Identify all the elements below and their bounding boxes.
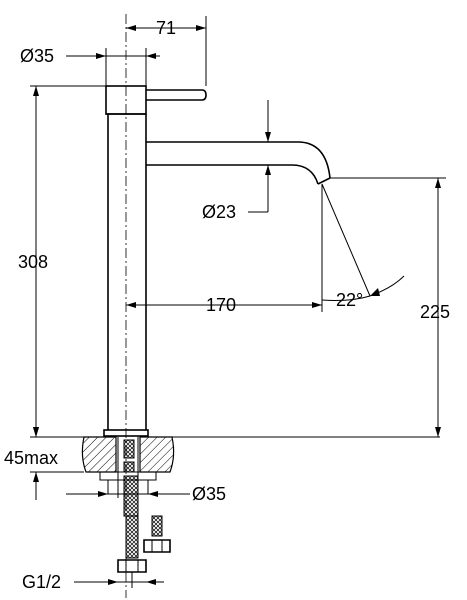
dim-d35-bottom-label: Ø35 [192, 484, 226, 504]
deck-section [30, 436, 440, 498]
dim-308-label: 308 [18, 252, 48, 272]
dim-d35-top-label: Ø35 [20, 46, 54, 66]
dim-spout-reach: 170 [126, 184, 323, 315]
flex-hoses [117, 439, 171, 588]
dim-connection-thread: G1/2 [22, 572, 164, 592]
dim-170-label: 170 [206, 295, 236, 315]
dim-d23-label: Ø23 [202, 202, 236, 222]
dim-body-diameter-bottom: Ø35 [66, 484, 226, 504]
dim-body-diameter-top: Ø35 [20, 46, 160, 86]
dim-deck-thickness: 45max [4, 410, 84, 500]
tap-body [103, 85, 331, 437]
dim-45max-label: 45max [4, 448, 58, 468]
spout-bottom [146, 164, 319, 185]
spout-outlet [317, 177, 331, 185]
dim-71-label: 71 [156, 18, 176, 38]
lever [146, 89, 207, 101]
dim-total-height: 308 [18, 85, 106, 437]
dim-outlet-height: 225 [330, 177, 450, 437]
dim-g12-label: G1/2 [22, 572, 61, 592]
dim-lever-reach: 71 [126, 16, 207, 86]
dim-22deg-label: 22° [336, 290, 363, 310]
spout-top [146, 141, 331, 179]
dim-225-label: 225 [420, 302, 450, 322]
dim-spout-diameter: Ø23 [202, 100, 271, 222]
dim-outlet-angle: 22° [321, 183, 405, 310]
